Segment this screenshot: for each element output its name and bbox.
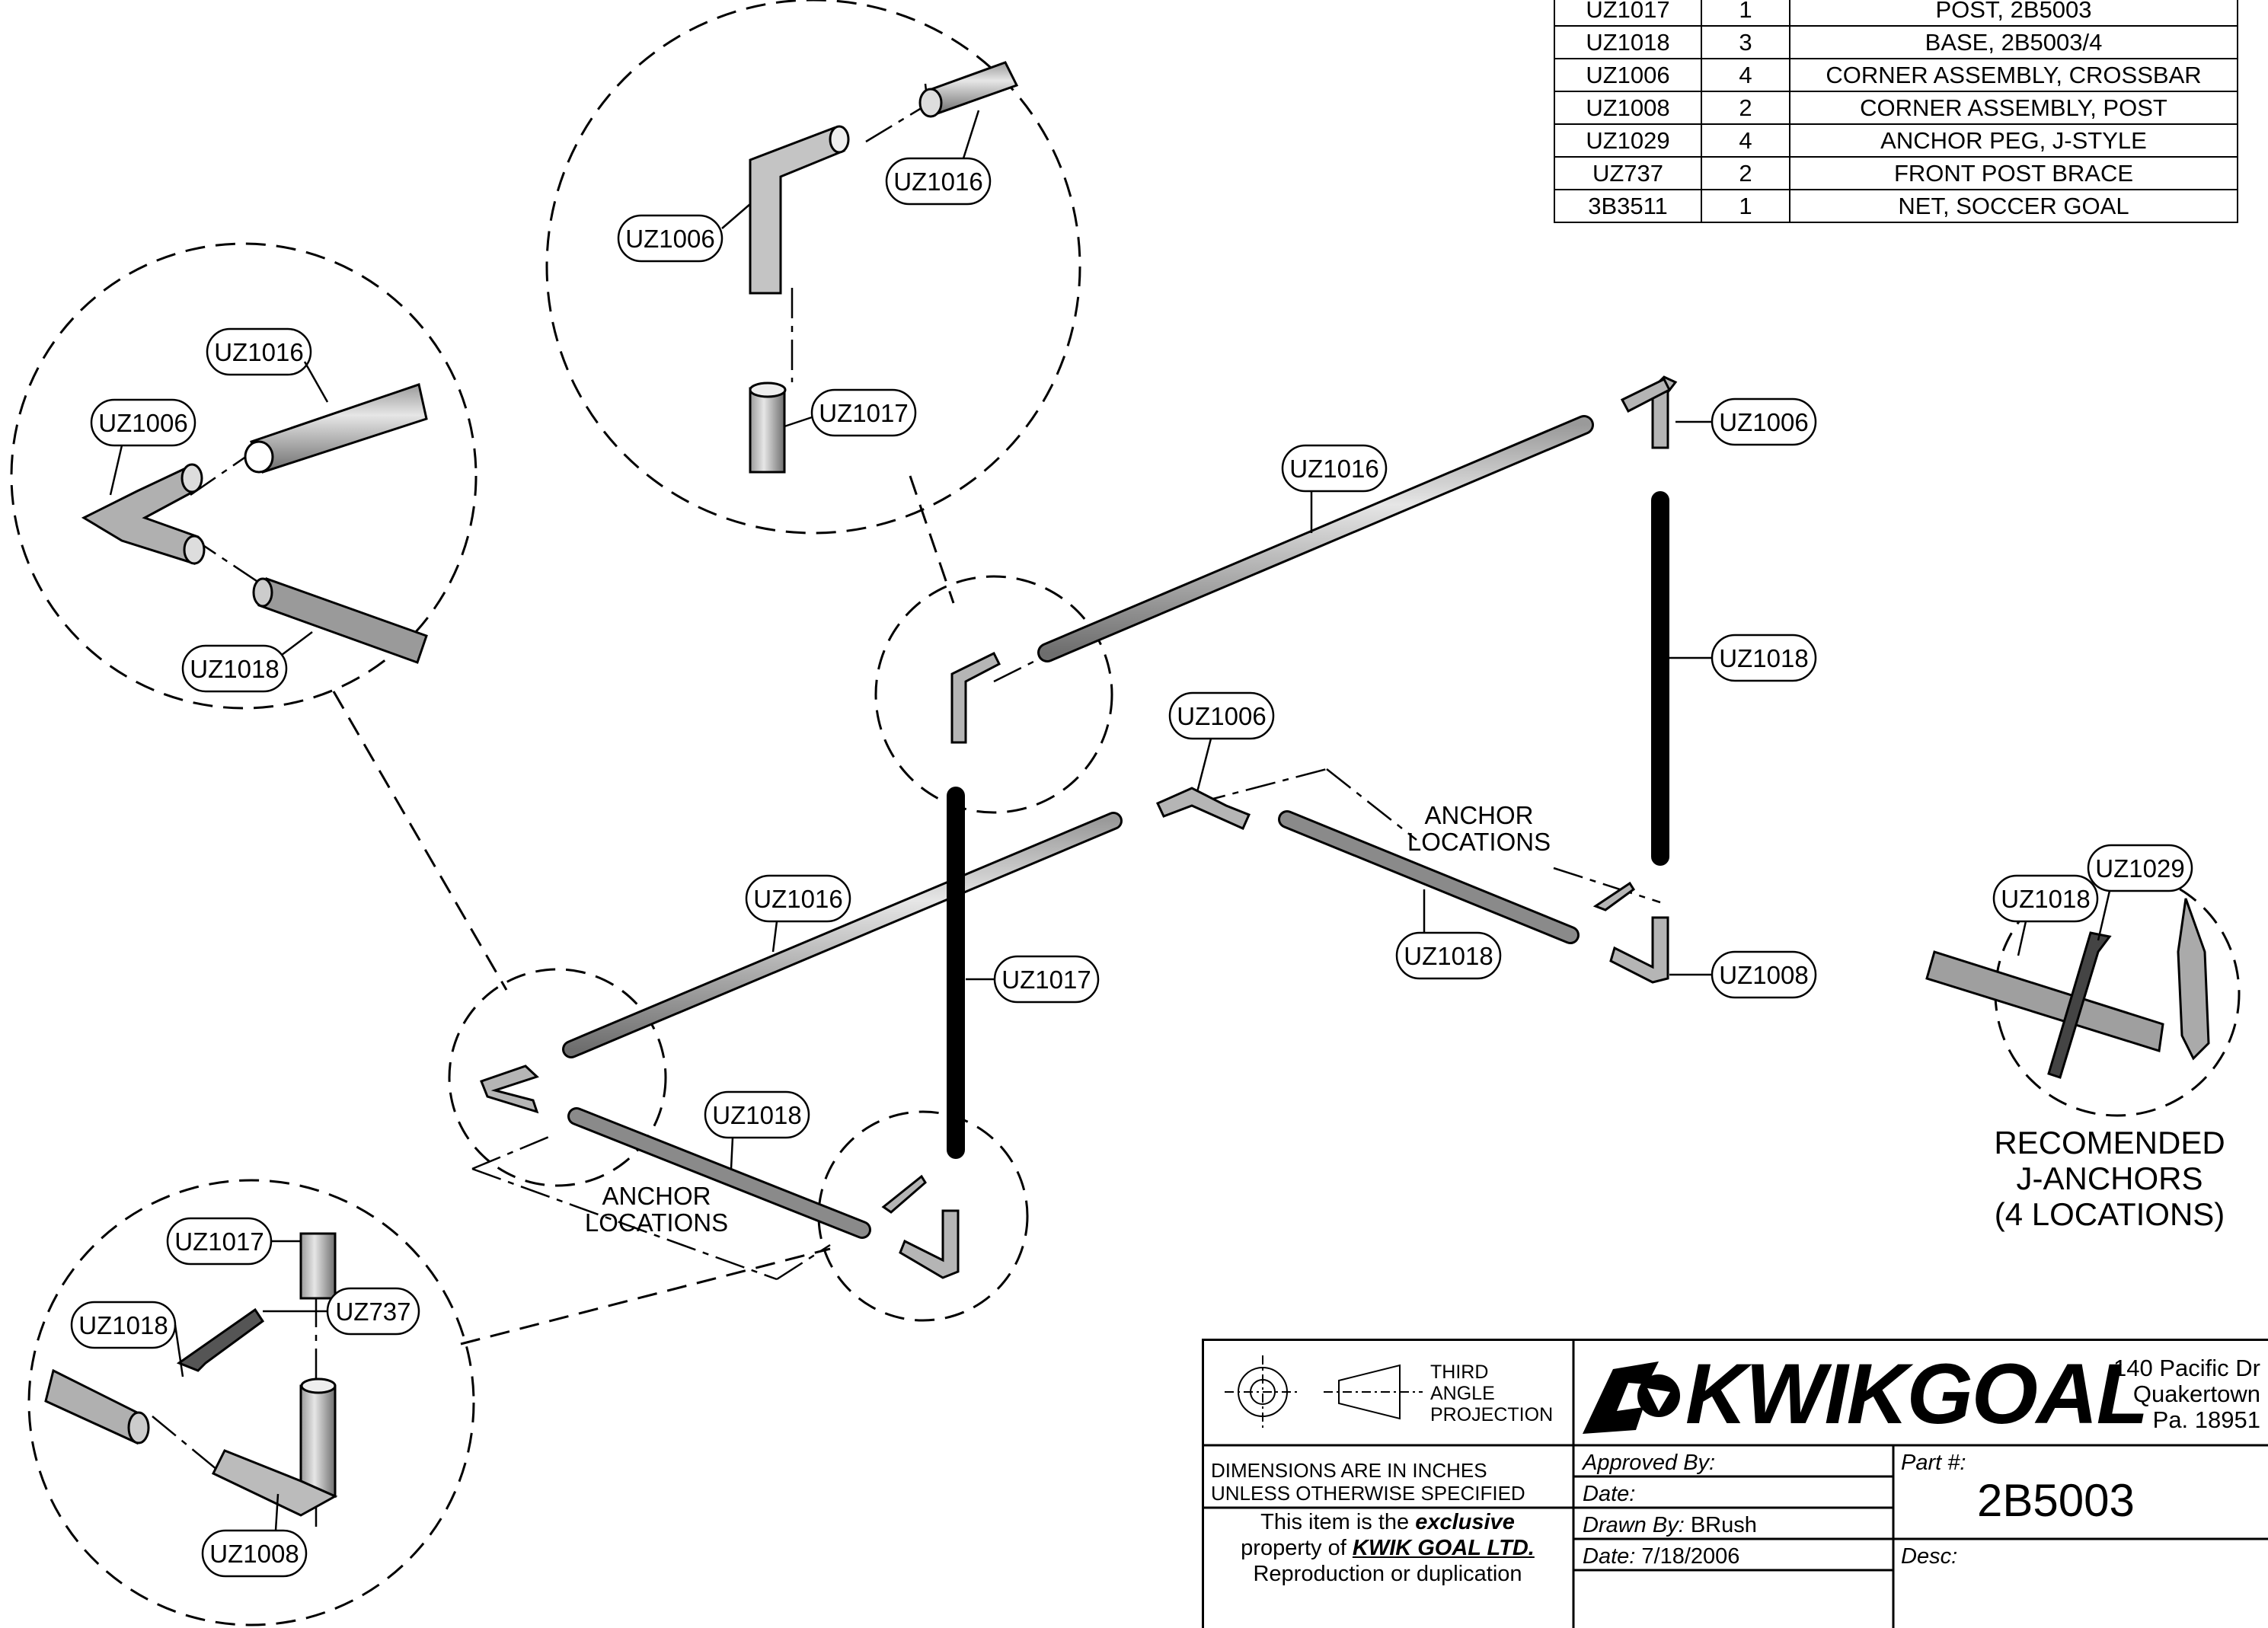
callout-top-uz1017: UZ1017 xyxy=(812,390,915,436)
bom-part-number: 3B3511 xyxy=(1554,190,1701,222)
kwikgoal-logo-icon xyxy=(1583,1361,1680,1434)
anchor-label-back-1: ANCHOR xyxy=(1424,801,1533,829)
date-label: Date: xyxy=(1583,1481,1635,1507)
svg-text:UZ1017: UZ1017 xyxy=(174,1227,264,1256)
svg-text:UZ1017: UZ1017 xyxy=(819,399,908,427)
bom-description: CORNER ASSEMBLY, POST xyxy=(1790,91,2238,124)
bom-description: FRONT POST BRACE xyxy=(1790,157,2238,190)
svg-text:UZ1029: UZ1029 xyxy=(2095,854,2184,883)
approved-by-label: Approved By: xyxy=(1583,1450,1715,1476)
recommended-line-2: J-ANCHORS xyxy=(2016,1160,2203,1196)
svg-text:UZ1018: UZ1018 xyxy=(190,655,279,683)
bom-part-number: UZ1017 xyxy=(1554,0,1701,26)
exclusive-notice: This item is the exclusive property of K… xyxy=(1202,1509,1573,1587)
recommended-line-1: RECOMENDED xyxy=(1994,1125,2225,1160)
anchor-label-front-1: ANCHOR xyxy=(602,1182,711,1210)
callout-main-uz1018-front: UZ1018 xyxy=(705,1092,809,1138)
svg-text:UZ1018: UZ1018 xyxy=(78,1311,168,1339)
callout-left-uz1016: UZ1016 xyxy=(207,329,311,375)
bom-quantity: 2 xyxy=(1701,157,1790,190)
bom-description: POST, 2B5003 xyxy=(1790,0,2238,26)
bom-description: BASE, 2B5003/4 xyxy=(1790,26,2238,59)
bom-part-number: UZ1006 xyxy=(1554,59,1701,91)
callout-top-uz1006: UZ1006 xyxy=(618,215,722,261)
upper-corner-circle xyxy=(876,576,1112,812)
bom-quantity: 1 xyxy=(1701,0,1790,26)
callout-main-uz1016-front: UZ1016 xyxy=(746,876,850,921)
callout-bottom-uz1008: UZ1008 xyxy=(203,1531,306,1576)
callout-main-uz1018-right: UZ1018 xyxy=(1712,635,1816,681)
bom-part-number: UZ1018 xyxy=(1554,26,1701,59)
bom-quantity: 2 xyxy=(1701,91,1790,124)
title-block: THIRD ANGLE PROJECTION KWIKGOAL 140 Paci… xyxy=(1202,1339,2268,1628)
callout-main-uz1016-top: UZ1016 xyxy=(1283,445,1386,491)
svg-text:UZ1008: UZ1008 xyxy=(209,1540,299,1568)
projection-symbol-icon xyxy=(1225,1355,1423,1428)
company-address: 140 Pacific Dr Quakertown Pa. 18951 xyxy=(2093,1355,2260,1433)
callout-left-uz1018: UZ1018 xyxy=(183,646,286,691)
part-number-value: 2B5003 xyxy=(1977,1474,2135,1527)
svg-text:UZ1016: UZ1016 xyxy=(214,338,303,366)
anchor-label-front-2: LOCATIONS xyxy=(585,1208,728,1237)
projection-label: THIRD ANGLE PROJECTION xyxy=(1430,1361,1553,1425)
svg-text:UZ1008: UZ1008 xyxy=(1719,961,1808,989)
svg-text:UZ1016: UZ1016 xyxy=(1289,455,1378,483)
svg-text:UZ1017: UZ1017 xyxy=(1001,966,1091,994)
svg-text:UZ1018: UZ1018 xyxy=(712,1101,801,1129)
part-number-label: Part #: xyxy=(1901,1450,1966,1476)
bom-description: ANCHOR PEG, J-STYLE xyxy=(1790,124,2238,157)
svg-text:UZ1016: UZ1016 xyxy=(893,168,982,196)
drawn-by-field: Drawn By: BRush xyxy=(1583,1512,1757,1538)
dimensions-note: DIMENSIONS ARE IN INCHES UNLESS OTHERWIS… xyxy=(1211,1459,1525,1505)
svg-text:UZ737: UZ737 xyxy=(335,1298,410,1326)
callout-anchor-uz1029: UZ1029 xyxy=(2088,845,2192,891)
bom-quantity: 4 xyxy=(1701,59,1790,91)
callout-main-uz1006-center: UZ1006 xyxy=(1170,693,1273,739)
svg-text:UZ1018: UZ1018 xyxy=(2001,885,2090,913)
callout-main-uz1018-back: UZ1018 xyxy=(1397,933,1500,978)
svg-text:UZ1016: UZ1016 xyxy=(753,885,842,913)
bom-description: NET, SOCCER GOAL xyxy=(1790,190,2238,222)
bom-part-number: UZ1029 xyxy=(1554,124,1701,157)
svg-text:UZ1018: UZ1018 xyxy=(1404,942,1493,970)
callout-main-uz1017: UZ1017 xyxy=(995,956,1098,1002)
bom-part-number: UZ1008 xyxy=(1554,91,1701,124)
bom-description: CORNER ASSEMBLY, CROSSBAR xyxy=(1790,59,2238,91)
callout-main-uz1006-top: UZ1006 xyxy=(1712,399,1816,445)
bom-quantity: 1 xyxy=(1701,190,1790,222)
callout-top-uz1016: UZ1016 xyxy=(886,158,990,204)
anchor-label-back-2: LOCATIONS xyxy=(1407,828,1551,856)
callout-bottom-uz1017: UZ1017 xyxy=(168,1218,271,1264)
svg-text:UZ1006: UZ1006 xyxy=(1177,702,1266,730)
description-label: Desc: xyxy=(1901,1543,1957,1569)
callout-anchor-uz1018: UZ1018 xyxy=(1994,876,2097,921)
svg-text:UZ1006: UZ1006 xyxy=(625,225,714,253)
callout-left-uz1006: UZ1006 xyxy=(91,400,195,445)
callout-bottom-uz1018: UZ1018 xyxy=(72,1302,175,1348)
callout-main-uz1008: UZ1008 xyxy=(1712,952,1816,998)
svg-text:UZ1018: UZ1018 xyxy=(1719,644,1808,672)
bom-quantity: 3 xyxy=(1701,26,1790,59)
bom-quantity: 4 xyxy=(1701,124,1790,157)
recommended-line-3: (4 LOCATIONS) xyxy=(1995,1196,2225,1232)
callout-bottom-uz737: UZ737 xyxy=(327,1288,419,1334)
svg-text:UZ1006: UZ1006 xyxy=(98,409,187,437)
bom-part-number: UZ737 xyxy=(1554,157,1701,190)
svg-text:UZ1006: UZ1006 xyxy=(1719,408,1808,436)
lower-left-circle xyxy=(449,969,666,1186)
drawn-date-field: Date: 7/18/2006 xyxy=(1583,1543,1739,1569)
company-logo-text: KWIKGOAL xyxy=(1685,1346,2147,1441)
